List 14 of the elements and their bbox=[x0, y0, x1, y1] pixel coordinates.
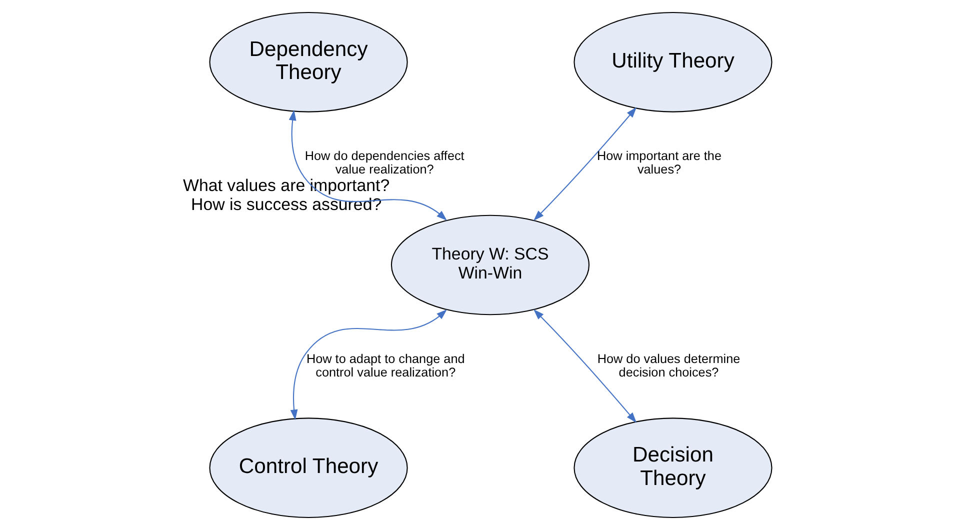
edge-label: How do values determine decision choices? bbox=[597, 352, 740, 380]
arrow bbox=[288, 110, 448, 221]
edge-label: How to adapt to change and control value realization? bbox=[306, 352, 465, 380]
edge-label: How important are the values? bbox=[597, 148, 722, 177]
edge-label: How do dependencies affect value realization? bbox=[304, 148, 464, 177]
node-ellipse: Theory W: SCS Win-Win bbox=[390, 214, 590, 316]
node-ellipse: Control Theory bbox=[209, 418, 408, 518]
node-ellipse: Dependency Theory bbox=[209, 12, 408, 112]
arrow bbox=[290, 309, 448, 420]
arrow bbox=[533, 309, 637, 423]
arrow bbox=[533, 107, 637, 221]
node-ellipse: Utility Theory bbox=[574, 12, 772, 112]
node-label: What values are important? How is success assured? bbox=[183, 176, 390, 214]
node-ellipse: Decision Theory bbox=[574, 418, 772, 518]
